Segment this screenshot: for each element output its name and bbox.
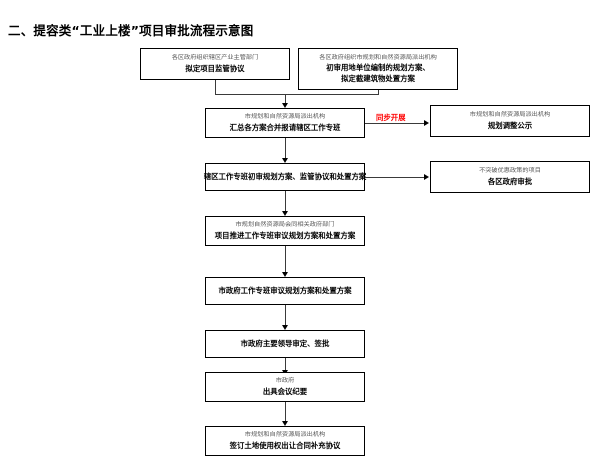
node-label: 出具会议纪要: [262, 386, 308, 396]
sync-annotation-label: 同步开展: [376, 113, 406, 122]
node-district-government-approval[interactable]: 不突破优惠政策的项目 各区政府审批: [430, 161, 590, 193]
connector-line: [365, 177, 425, 178]
connector-line: [285, 402, 286, 424]
connector-line: [215, 94, 379, 95]
node-label: 市政府主要领导审定、签批: [240, 339, 330, 348]
connector-line: [285, 191, 286, 213]
connector-line: [285, 246, 286, 274]
node-subtitle: 市规划和自然资源局派出机构: [244, 113, 326, 121]
node-subtitle: 各区政府组织辖区产业主管部门: [171, 54, 259, 62]
node-planning-adjust-publicity[interactable]: 市规划和自然资源局派出机构 规划调整公示: [430, 105, 590, 137]
connector-line: [365, 123, 425, 124]
node-subtitle: 市规划自然资源局会同相关政府部门: [235, 221, 335, 229]
node-sign-supplementary-agreement[interactable]: 市规划和自然资源局派出机构 签订土地使用权出让合同补充协议: [205, 426, 365, 456]
arrow-down-icon: [281, 421, 288, 426]
node-district-task-force-review[interactable]: 辖区工作专班初审规划方案、监管协议和处置方案: [203, 163, 367, 191]
connector-line: [285, 94, 286, 105]
node-label: 辖区工作专班初审规划方案、监管协议和处置方案: [203, 172, 367, 181]
node-subtitle: 各区政府组织市规划和自然资源局派出机构: [319, 54, 437, 61]
node-subtitle: 市规划和自然资源局派出机构: [244, 431, 326, 439]
connector-line: [285, 305, 286, 327]
node-label: 项目推进工作专班审议规划方案和处置方案: [214, 230, 356, 240]
node-meeting-minutes[interactable]: 市政府 出具会议纪要: [205, 372, 365, 402]
arrow-down-icon: [281, 158, 288, 163]
arrow-right-icon: [424, 173, 429, 180]
node-subtitle: 市政府: [275, 377, 295, 385]
node-label: 各区政府审批: [487, 176, 533, 186]
node-collect-schemes[interactable]: 市规划和自然资源局派出机构 汇总各方案合并报请辖区工作专班: [205, 108, 365, 138]
node-city-task-force-review[interactable]: 市政府工作专班审议规划方案和处置方案: [205, 277, 365, 305]
node-label: 拟定项目监管协议: [185, 63, 245, 73]
node-label: 汇总各方案合并报请辖区工作专班: [229, 122, 341, 132]
node-project-task-force-review[interactable]: 市规划自然资源局会同相关政府部门 项目推进工作专班审议规划方案和处置方案: [205, 216, 365, 246]
connector-line: [285, 358, 286, 374]
arrow-down-icon: [281, 211, 288, 216]
node-label: 市政府工作专班审议规划方案和处置方案: [218, 286, 352, 295]
page-title: 二、提容类“工业上楼”项目审批流程示意图: [8, 23, 254, 38]
node-city-leader-approval[interactable]: 市政府主要领导审定、签批: [205, 330, 365, 358]
node-label: 初审用地单位编制的规划方案、: [326, 63, 430, 73]
node-label: 签订土地使用权出让合同补充协议: [229, 440, 341, 450]
connector-line: [285, 138, 286, 160]
arrow-right-icon: [424, 119, 429, 126]
node-subtitle: 市规划和自然资源局派出机构: [469, 111, 551, 119]
arrow-down-icon: [281, 272, 288, 277]
arrow-down-icon: [281, 325, 288, 330]
arrow-down-icon: [281, 103, 288, 108]
node-district-planning-branch[interactable]: 各区政府组织市规划和自然资源局派出机构 初审用地单位编制的规划方案、 拟定截建筑…: [298, 48, 458, 90]
node-label: 规划调整公示: [487, 120, 533, 130]
node-district-industry-dept[interactable]: 各区政府组织辖区产业主管部门 拟定项目监管协议: [140, 48, 290, 80]
node-label-line2: 拟定截建筑物处置方案: [341, 74, 415, 84]
node-subtitle: 不突破优惠政策的项目: [479, 167, 541, 175]
connector-line: [378, 90, 379, 94]
connector-line: [215, 80, 216, 94]
